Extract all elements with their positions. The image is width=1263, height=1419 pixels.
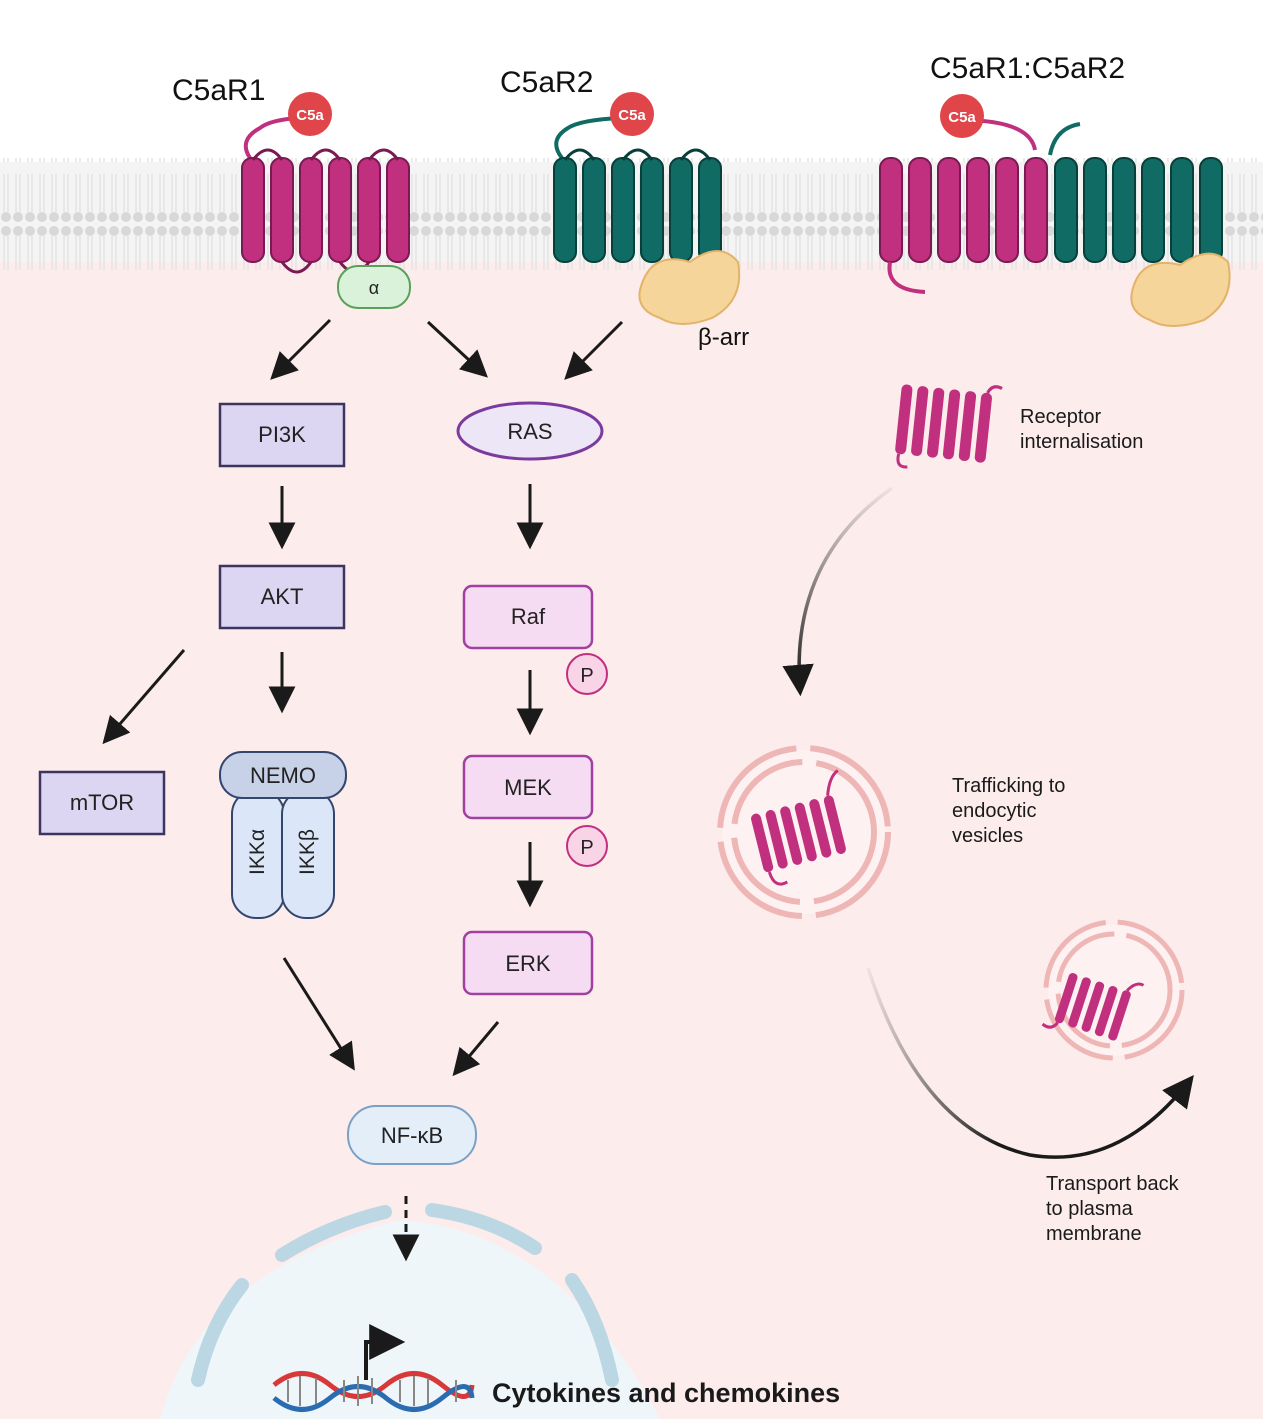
erk-label: ERK: [505, 951, 551, 976]
ras-label: RAS: [507, 419, 552, 444]
nfkb-label: NF-κB: [381, 1123, 443, 1148]
internalised-receptor: [895, 384, 1003, 469]
c5ar2-label: C5aR2: [500, 66, 593, 99]
arrow-recycle: [866, 967, 1194, 1159]
endocytic-vesicle-1: [717, 745, 891, 919]
internalisation-label-1: Receptor: [1020, 406, 1101, 428]
c5ar1-receptor: [241, 116, 410, 274]
g-alpha-label: α: [369, 278, 379, 298]
nemo-label: NEMO: [250, 763, 316, 788]
beta-arrestin-2: [1130, 252, 1231, 327]
mtor-label: mTOR: [70, 790, 134, 815]
mtor-box: [38, 770, 166, 836]
akt-label: AKT: [261, 584, 304, 609]
nucleus: [160, 1203, 660, 1419]
mek-label: MEK: [504, 775, 552, 800]
arrow-galpha-pi3k: [270, 318, 332, 380]
phospho-raf: [566, 653, 608, 695]
arrow-barr-ras: [564, 320, 624, 380]
beta-arrestin-1: [638, 250, 741, 325]
pi3k-box: [218, 402, 346, 468]
c5a-label-1: C5a: [296, 107, 324, 124]
c5ar1-c5ar2-heteromer: [879, 118, 1231, 327]
nfkb-node: [347, 1105, 477, 1165]
pi3k-label: PI3K: [258, 422, 306, 447]
c5a-label-3: C5a: [948, 109, 976, 126]
dna-helix-icon: [272, 1324, 475, 1412]
c5a-ligand-2: [610, 92, 654, 136]
arrow-galpha-ras: [426, 320, 488, 378]
heteromer-label: C5aR1:C5aR2: [930, 52, 1125, 85]
akt-box: [218, 564, 346, 630]
ikkb-label: IKKβ: [296, 829, 319, 875]
c5ar2-receptor: [553, 116, 722, 263]
arrow-to-vesicle: [782, 486, 894, 697]
phospho-mek-label: P: [580, 837, 593, 859]
output-label: Cytokines and chemokines: [492, 1378, 840, 1408]
mek-box: [462, 754, 594, 820]
recycle-label-1: Transport back: [1046, 1173, 1180, 1195]
recycle-label-3: membrane: [1046, 1223, 1142, 1245]
cytoplasm: [0, 252, 1263, 1419]
erk-box: [462, 930, 594, 996]
beta-arrestin-label: β-arr: [698, 324, 749, 351]
c5ar1-label: C5aR1: [172, 74, 265, 107]
vesicle-label-2: endocytic: [952, 800, 1037, 822]
ras-node: [456, 401, 604, 461]
raf-label: Raf: [511, 604, 546, 629]
c5a-ligand-3: [940, 94, 984, 138]
ikk-complex: [219, 751, 347, 919]
raf-box: [462, 584, 594, 650]
c5a-label-2: C5a: [618, 107, 646, 124]
ikka-label: IKKα: [246, 829, 269, 875]
phospho-mek: [566, 825, 608, 867]
endocytic-vesicle-2: [1041, 919, 1185, 1061]
g-alpha-subunit: [337, 265, 411, 309]
vesicle-label-1: Trafficking to: [952, 775, 1065, 797]
c5a-ligand-1: [288, 92, 332, 136]
vesicle-label-3: vesicles: [952, 825, 1023, 847]
recycle-label-2: to plasma: [1046, 1198, 1134, 1220]
internalisation-label-2: internalisation: [1020, 431, 1143, 453]
phospho-raf-label: P: [580, 665, 593, 687]
